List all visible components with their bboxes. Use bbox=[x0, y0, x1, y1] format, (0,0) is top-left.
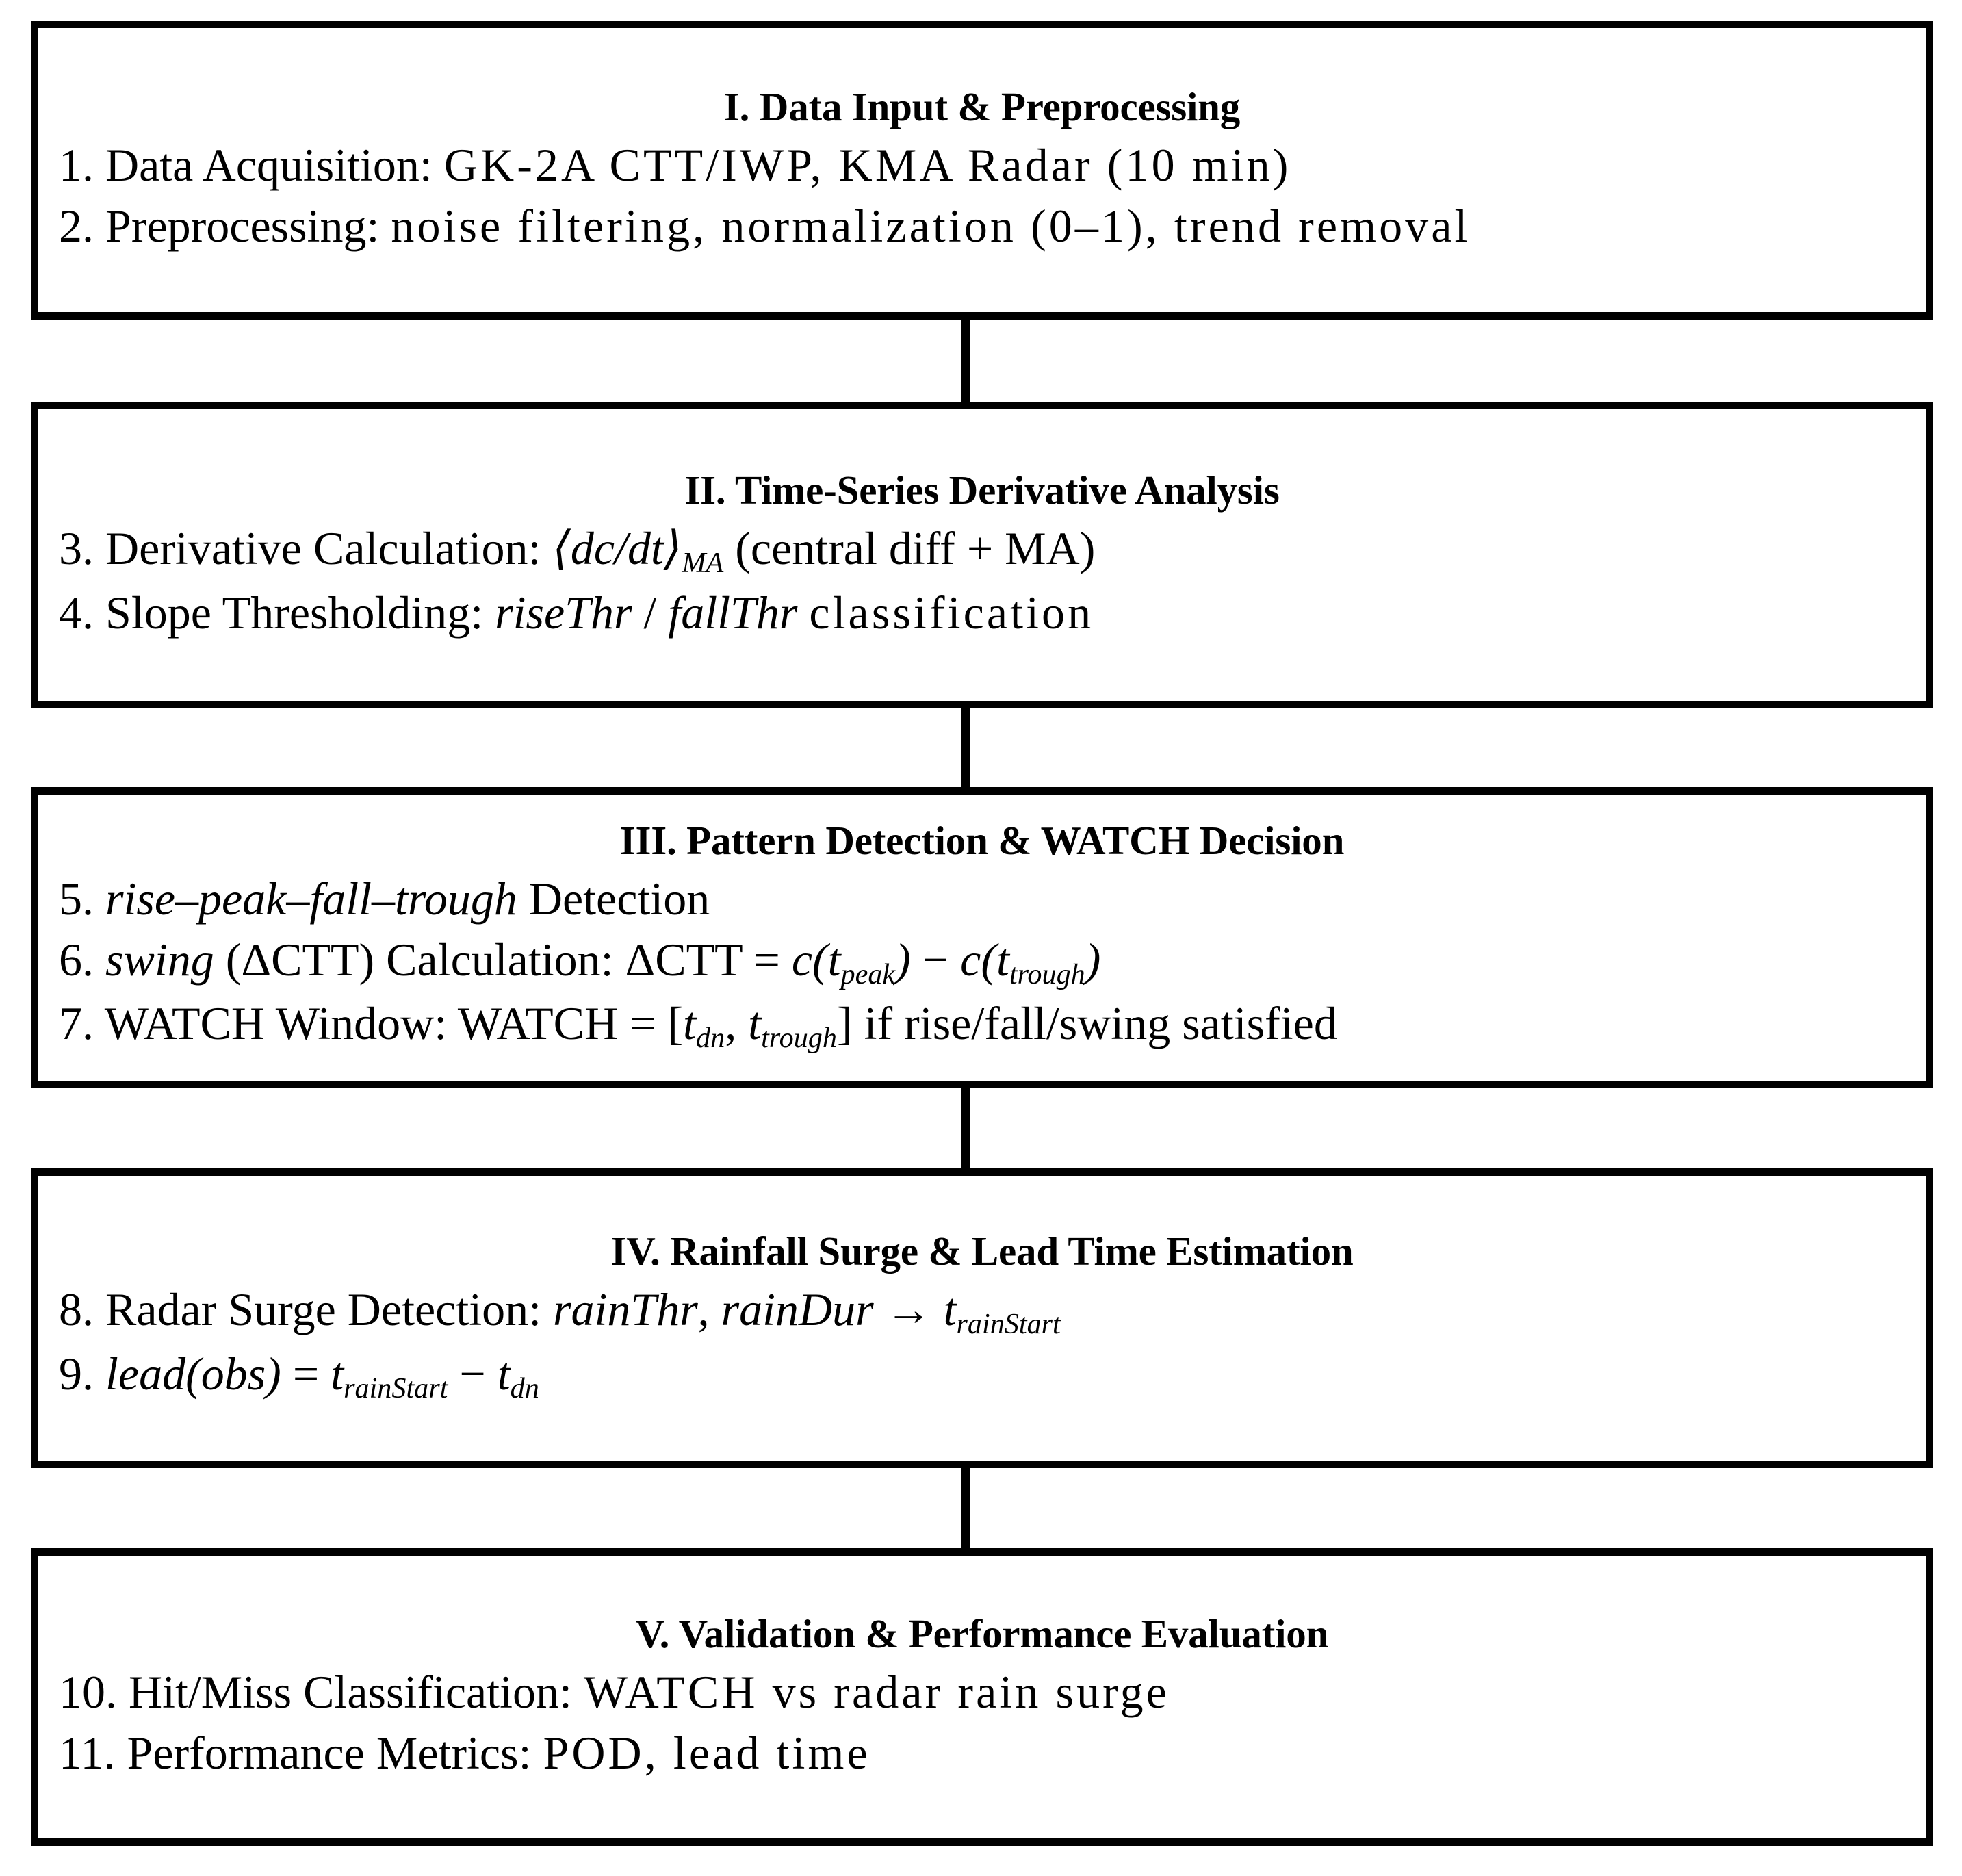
swing-formula: c(tpeak) − c(ttrough) bbox=[791, 933, 1101, 990]
subscript-dn: dn bbox=[510, 1372, 539, 1404]
step-tail: if rise/fall/swing satisfied bbox=[864, 997, 1337, 1050]
connector-4-to-5 bbox=[961, 1468, 970, 1548]
stage-2-step-3: 3. Derivative Calculation: ⟨dc/dt⟩MA (ce… bbox=[53, 518, 1911, 582]
step-label: Derivative Calculation: bbox=[105, 522, 541, 575]
stage-1-step-2: 2. Preprocessing: noise filtering, norma… bbox=[53, 196, 1911, 256]
param-swing: swing bbox=[105, 933, 214, 986]
subscript-peak: peak bbox=[840, 958, 896, 990]
step-number: 6. bbox=[59, 933, 94, 986]
stage-3-lines: 5. rise–peak–fall–trough Detection 6. sw… bbox=[53, 869, 1911, 1057]
subscript-trough: trough bbox=[761, 1022, 837, 1055]
stage-4-step-9: 9. lead(obs) = trainStart − tdn bbox=[53, 1344, 1911, 1408]
stage-4-lines: 8. Radar Surge Detection: rainThr, rainD… bbox=[53, 1279, 1911, 1407]
step-number: 10. bbox=[59, 1666, 117, 1719]
step-label: Performance Metrics: bbox=[127, 1726, 532, 1779]
stage-3-title: III. Pattern Detection & WATCH Decision bbox=[619, 818, 1345, 864]
stage-2-lines: 3. Derivative Calculation: ⟨dc/dt⟩MA (ce… bbox=[53, 518, 1911, 643]
connector-2-to-3 bbox=[961, 708, 970, 787]
subscript-rainstart: rainStart bbox=[344, 1372, 448, 1404]
stage-2-title: II. Time-Series Derivative Analysis bbox=[684, 467, 1280, 513]
stage-1-step-1: 1. Data Acquisition: GK-2A CTT/IWP, KMA … bbox=[53, 135, 1911, 195]
stage-5-step-10: 10. Hit/Miss Classification: WATCH vs ra… bbox=[53, 1662, 1911, 1722]
step-number: 11. bbox=[59, 1726, 116, 1779]
pattern-sequence: rise–peak–fall–trough bbox=[105, 873, 517, 925]
step-tail: classification bbox=[809, 586, 1094, 639]
stage-box-5: V. Validation & Performance Evaluation 1… bbox=[31, 1548, 1933, 1846]
stage-3-step-5: 5. rise–peak–fall–trough Detection bbox=[53, 869, 1911, 929]
equals-sign: = bbox=[292, 1348, 320, 1400]
stage-5-lines: 10. Hit/Miss Classification: WATCH vs ra… bbox=[53, 1662, 1911, 1783]
stage-3-step-6: 6. swing (ΔCTT) Calculation: ΔCTT = c(tp… bbox=[53, 929, 1911, 994]
stage-box-4: IV. Rainfall Surge & Lead Time Estimatio… bbox=[31, 1168, 1933, 1468]
lead-formula: trainStart − tdn bbox=[331, 1348, 539, 1404]
param-risethr: riseThr bbox=[495, 586, 632, 639]
step-detail: WATCH vs radar rain surge bbox=[583, 1666, 1170, 1719]
step-number: 8. bbox=[59, 1283, 94, 1336]
step-number: 9. bbox=[59, 1348, 94, 1400]
stage-box-3: III. Pattern Detection & WATCH Decision … bbox=[31, 787, 1933, 1088]
minus-sign: − bbox=[922, 933, 949, 986]
step-label: Radar Surge Detection: bbox=[105, 1283, 542, 1336]
rainstart-symbol: trainStart bbox=[943, 1283, 1061, 1341]
stage-1-lines: 1. Data Acquisition: GK-2A CTT/IWP, KMA … bbox=[53, 135, 1911, 256]
connector-1-to-2 bbox=[961, 320, 970, 402]
stage-2-step-4: 4. Slope Thresholding: riseThr / fallThr… bbox=[53, 582, 1911, 643]
stage-4-title: IV. Rainfall Surge & Lead Time Estimatio… bbox=[610, 1229, 1354, 1274]
step-detail: POD, lead time bbox=[543, 1726, 870, 1779]
stage-5-step-11: 11. Performance Metrics: POD, lead time bbox=[53, 1723, 1911, 1783]
step-mid: (ΔCTT) Calculation: ΔCTT = bbox=[225, 933, 780, 986]
subscript-rainstart: rainStart bbox=[956, 1308, 1061, 1341]
step-number: 5. bbox=[59, 873, 94, 925]
derivative-formula: ⟨dc/dt⟩MA bbox=[552, 522, 723, 579]
param-separator: / bbox=[643, 586, 657, 639]
watch-window-formula: [tdn, ttrough] bbox=[667, 997, 853, 1055]
step-number: 1. bbox=[59, 139, 94, 192]
connector-3-to-4 bbox=[961, 1088, 970, 1168]
stage-box-2: II. Time-Series Derivative Analysis 3. D… bbox=[31, 402, 1933, 708]
step-number: 3. bbox=[59, 522, 94, 575]
step-label: Slope Thresholding: bbox=[105, 586, 484, 639]
arrow-right-icon: → bbox=[885, 1283, 932, 1336]
param-rainthr: rainThr bbox=[553, 1283, 698, 1336]
step-tail: Detection bbox=[528, 873, 710, 925]
stage-4-step-8: 8. Radar Surge Detection: rainThr, rainD… bbox=[53, 1279, 1911, 1344]
step-label: Data Acquisition: bbox=[105, 139, 433, 192]
formula-tail: (central diff + MA) bbox=[735, 522, 1096, 575]
lead-obs-term: lead(obs) bbox=[105, 1348, 281, 1400]
step-detail: GK-2A CTT/IWP, KMA Radar (10 min) bbox=[443, 139, 1291, 192]
subscript-trough: trough bbox=[1009, 958, 1085, 990]
param-fallthr: fallThr bbox=[668, 586, 798, 639]
step-label: Hit/Miss Classification: bbox=[129, 1666, 572, 1719]
step-number: 2. bbox=[59, 199, 94, 252]
stage-3-step-7: 7. WATCH Window: WATCH = [tdn, ttrough] … bbox=[53, 993, 1911, 1057]
stage-5-title: V. Validation & Performance Evaluation bbox=[635, 1611, 1329, 1657]
step-number: 7. bbox=[59, 997, 94, 1050]
stage-1-title: I. Data Input & Preprocessing bbox=[723, 84, 1241, 130]
step-number: 4. bbox=[59, 586, 94, 639]
subscript-dn: dn bbox=[696, 1022, 725, 1055]
formula-subscript: MA bbox=[682, 546, 724, 579]
step-detail: noise filtering, normalization (0–1), tr… bbox=[391, 199, 1471, 252]
param-raindur: rainDur bbox=[721, 1283, 874, 1336]
comma: , bbox=[697, 1283, 710, 1336]
step-label: WATCH Window: WATCH = bbox=[104, 997, 656, 1050]
formula-lead: ⟨dc/dt⟩ bbox=[552, 522, 682, 575]
stage-box-1: I. Data Input & Preprocessing 1. Data Ac… bbox=[31, 21, 1933, 320]
step-label: Preprocessing: bbox=[105, 199, 380, 252]
minus-sign: − bbox=[459, 1348, 486, 1400]
